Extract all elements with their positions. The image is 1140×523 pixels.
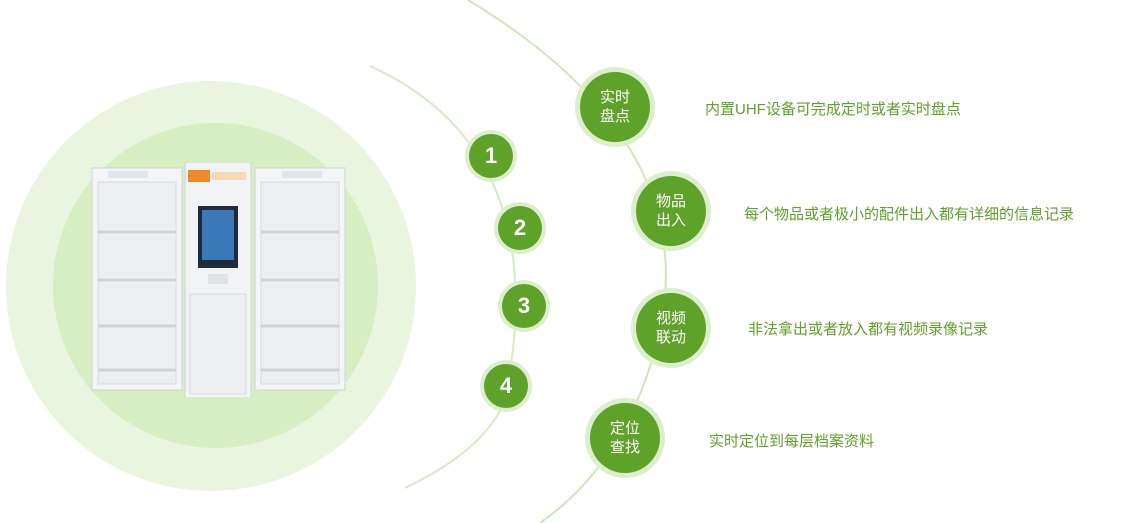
feature-badge-locate: 定位 查找 [590, 403, 660, 473]
smart-cabinet-image [90, 162, 348, 398]
feature-label-line2: 联动 [655, 329, 686, 346]
step-number: 2 [513, 215, 527, 240]
feature-label-line2: 出入 [655, 212, 686, 229]
feature-label-line1: 物品 [655, 193, 686, 210]
step-badge-1: 1 [469, 134, 513, 178]
step-number: 3 [517, 293, 531, 318]
step-badge-2: 2 [498, 206, 542, 250]
feature-label-line1: 定位 [609, 420, 640, 437]
feature-badge-video-link: 视频 联动 [636, 293, 706, 363]
feature-desc-locate: 实时定位到每层档案资料 [709, 433, 875, 450]
feature-desc-video-link: 非法拿出或者放入都有视频录像记录 [748, 321, 989, 338]
feature-badge-inventory: 实时 盘点 [580, 72, 650, 142]
feature-badge-item-io: 物品 出入 [636, 176, 706, 246]
feature-label-line1: 视频 [655, 310, 686, 327]
feature-desc-item-io: 每个物品或者极小的配件出入都有详细的信息记录 [744, 206, 1075, 223]
feature-desc-inventory: 内置UHF设备可完成定时或者实时盘点 [705, 101, 961, 118]
step-badge-4: 4 [484, 364, 528, 408]
step-number: 4 [499, 373, 513, 398]
feature-label-line1: 实时 [599, 89, 630, 106]
step-badge-3: 3 [502, 284, 546, 328]
feature-label-line2: 盘点 [599, 108, 630, 125]
step-number: 1 [484, 143, 498, 168]
feature-label-line2: 查找 [609, 439, 640, 456]
